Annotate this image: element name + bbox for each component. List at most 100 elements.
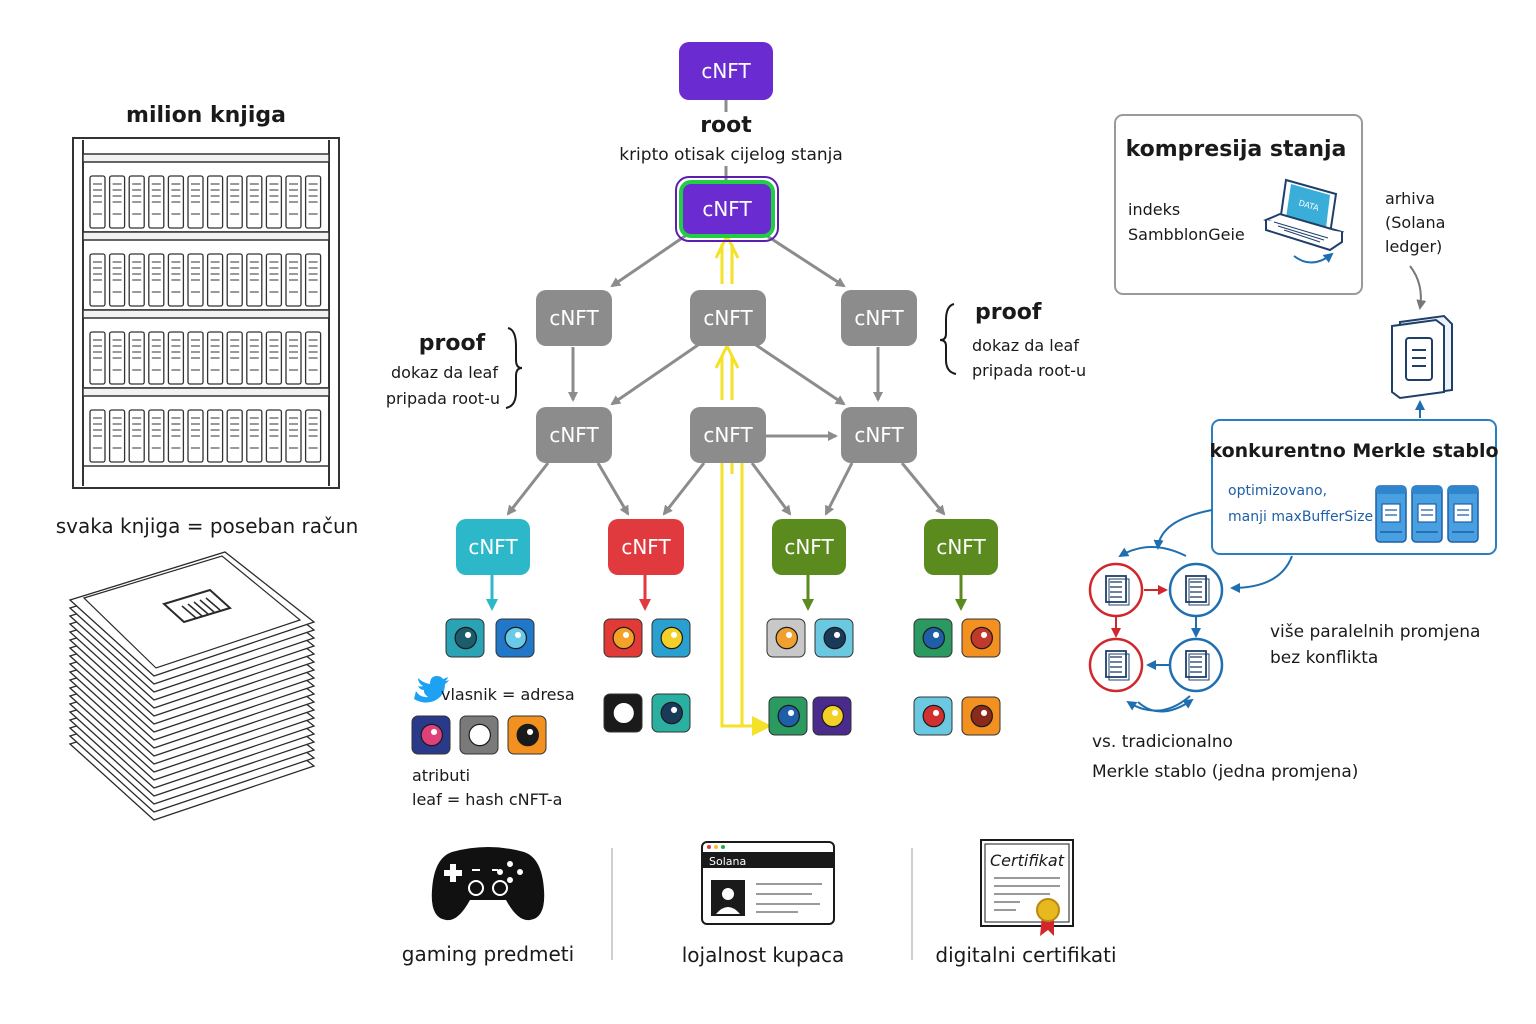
nft-image: [507, 715, 547, 755]
svg-text:proof: proof: [975, 300, 1042, 325]
index-label: indeks: [1128, 200, 1180, 219]
bookshelf-caption: svaka knjiga = poseban račun: [56, 514, 359, 538]
leaf-node-green-1[interactable]: cNFT: [772, 519, 846, 575]
traditional-line2: Merkle stablo (jedna promjena): [1092, 762, 1358, 782]
svg-text:pripada root-u: pripada root-u: [386, 389, 500, 408]
nft-image: [913, 696, 953, 736]
document-icon: [1088, 637, 1144, 693]
parallel-changes-line1: više paralelnih promjena: [1270, 622, 1480, 642]
svg-text:cNFT: cNFT: [701, 59, 751, 83]
book-icon: [167, 331, 185, 385]
server-icon: [1447, 485, 1479, 543]
book-icon: [89, 331, 106, 385]
book-icon: [148, 409, 165, 463]
book-icon: [148, 253, 165, 307]
bookshelf-title: milion knjiga: [126, 103, 286, 128]
book-icon: [304, 331, 322, 385]
book-icon: [89, 253, 106, 307]
book-icon: [206, 409, 224, 463]
nft-image: [603, 693, 643, 733]
use-case-certificates: Certifikat digitalni certifikati: [935, 839, 1117, 967]
book-icon: [167, 253, 185, 307]
nft-image: [913, 618, 953, 658]
leaf-node-teal[interactable]: cNFT: [456, 519, 530, 575]
root-label: root: [700, 113, 752, 138]
highlighted-node[interactable]: cNFT: [675, 176, 779, 242]
book-icon: [187, 409, 204, 463]
root-node[interactable]: cNFT: [679, 42, 773, 100]
book-icon: [89, 175, 106, 229]
book-icon: [148, 331, 165, 385]
use-case-loyalty: Solana lojalnost kupaca: [682, 841, 844, 967]
leaf-node-green-2[interactable]: cNFT: [924, 519, 998, 575]
traditional-line1: vs. tradicionalno: [1092, 732, 1233, 752]
book-icon: [108, 409, 126, 463]
concurrent-tree-box: konkurentno Merkle stablo optimizovano, …: [1209, 419, 1499, 555]
nft-image: [459, 715, 499, 755]
compression-box: kompresija stanja indeks SambblonGeie DA…: [1114, 114, 1363, 295]
svg-text:cNFT: cNFT: [784, 535, 834, 559]
proof-label-left: proof dokaz da leaf pripada root-u: [386, 327, 523, 409]
book-icon: [187, 331, 204, 385]
tree-edges: [506, 100, 946, 516]
book-icon: [108, 253, 126, 307]
leaf-node-red[interactable]: cNFT: [608, 519, 684, 575]
brace-left-icon: [505, 327, 523, 409]
book-icon: [226, 409, 243, 463]
compression-title: kompresija stanja: [1126, 137, 1347, 162]
book-icon: [265, 175, 283, 229]
book-icon: [304, 409, 322, 463]
svg-text:dokaz da leaf: dokaz da leaf: [391, 363, 498, 382]
book-icon: [285, 409, 302, 463]
nft-image: [766, 618, 806, 658]
nft-image: [603, 618, 643, 658]
nft-image: [651, 693, 691, 733]
brace-right-icon: [939, 303, 957, 375]
book-icon: [128, 175, 145, 229]
book-icon: [304, 253, 322, 307]
nft-image: [812, 696, 852, 736]
merkle-tree: cNFT root kripto otisak cijelog stanja c…: [386, 42, 1086, 809]
book-icon: [128, 253, 145, 307]
node-l2-center[interactable]: cNFT: [690, 407, 766, 463]
svg-text:cNFT: cNFT: [936, 535, 986, 559]
book-icon: [265, 409, 283, 463]
nft-image: [495, 618, 535, 658]
svg-text:Certifikat: Certifikat: [990, 851, 1065, 870]
svg-text:cNFT: cNFT: [854, 306, 904, 330]
nft-image: [961, 696, 1001, 736]
node-l1-left[interactable]: cNFT: [536, 290, 612, 346]
node-l2-right[interactable]: cNFT: [841, 407, 917, 463]
book-icon: [226, 331, 243, 385]
book-icon: [304, 175, 322, 229]
node-l1-right[interactable]: cNFT: [841, 290, 917, 346]
book-icon: [265, 253, 283, 307]
svg-text:pripada root-u: pripada root-u: [972, 361, 1086, 380]
svg-text:arhiva: arhiva: [1385, 189, 1435, 208]
svg-text:(Solana: (Solana: [1385, 213, 1445, 232]
nft-thumbnails: [411, 618, 1001, 755]
loyalty-card-icon: Solana: [701, 841, 835, 925]
nft-image: [768, 696, 808, 736]
leaf-label: leaf = hash cNFT-a: [412, 790, 562, 809]
book-icon: [206, 175, 224, 229]
root-description: kripto otisak cijelog stanja: [619, 145, 843, 165]
attributes-label: atributi: [412, 766, 470, 785]
book-icon: [206, 331, 224, 385]
server-stack-icon: [1375, 485, 1479, 543]
book-icon: [128, 409, 145, 463]
book-icon: [89, 409, 106, 463]
nft-image: [814, 618, 854, 658]
book-icon: [246, 253, 263, 307]
book-icon: [187, 253, 204, 307]
bookshelf-icon: [72, 137, 340, 489]
svg-text:cNFT: cNFT: [854, 423, 904, 447]
node-l1-center[interactable]: cNFT: [690, 290, 766, 346]
template-label: SambblonGeie: [1128, 225, 1245, 244]
concurrent-tree-line1: optimizovano,: [1228, 483, 1327, 499]
book-icon: [285, 253, 302, 307]
concurrent-tree-title: konkurentno Merkle stablo: [1209, 440, 1498, 462]
node-l2-left[interactable]: cNFT: [536, 407, 612, 463]
certificate-icon: Certifikat: [980, 839, 1074, 936]
server-icon: [1375, 485, 1407, 543]
